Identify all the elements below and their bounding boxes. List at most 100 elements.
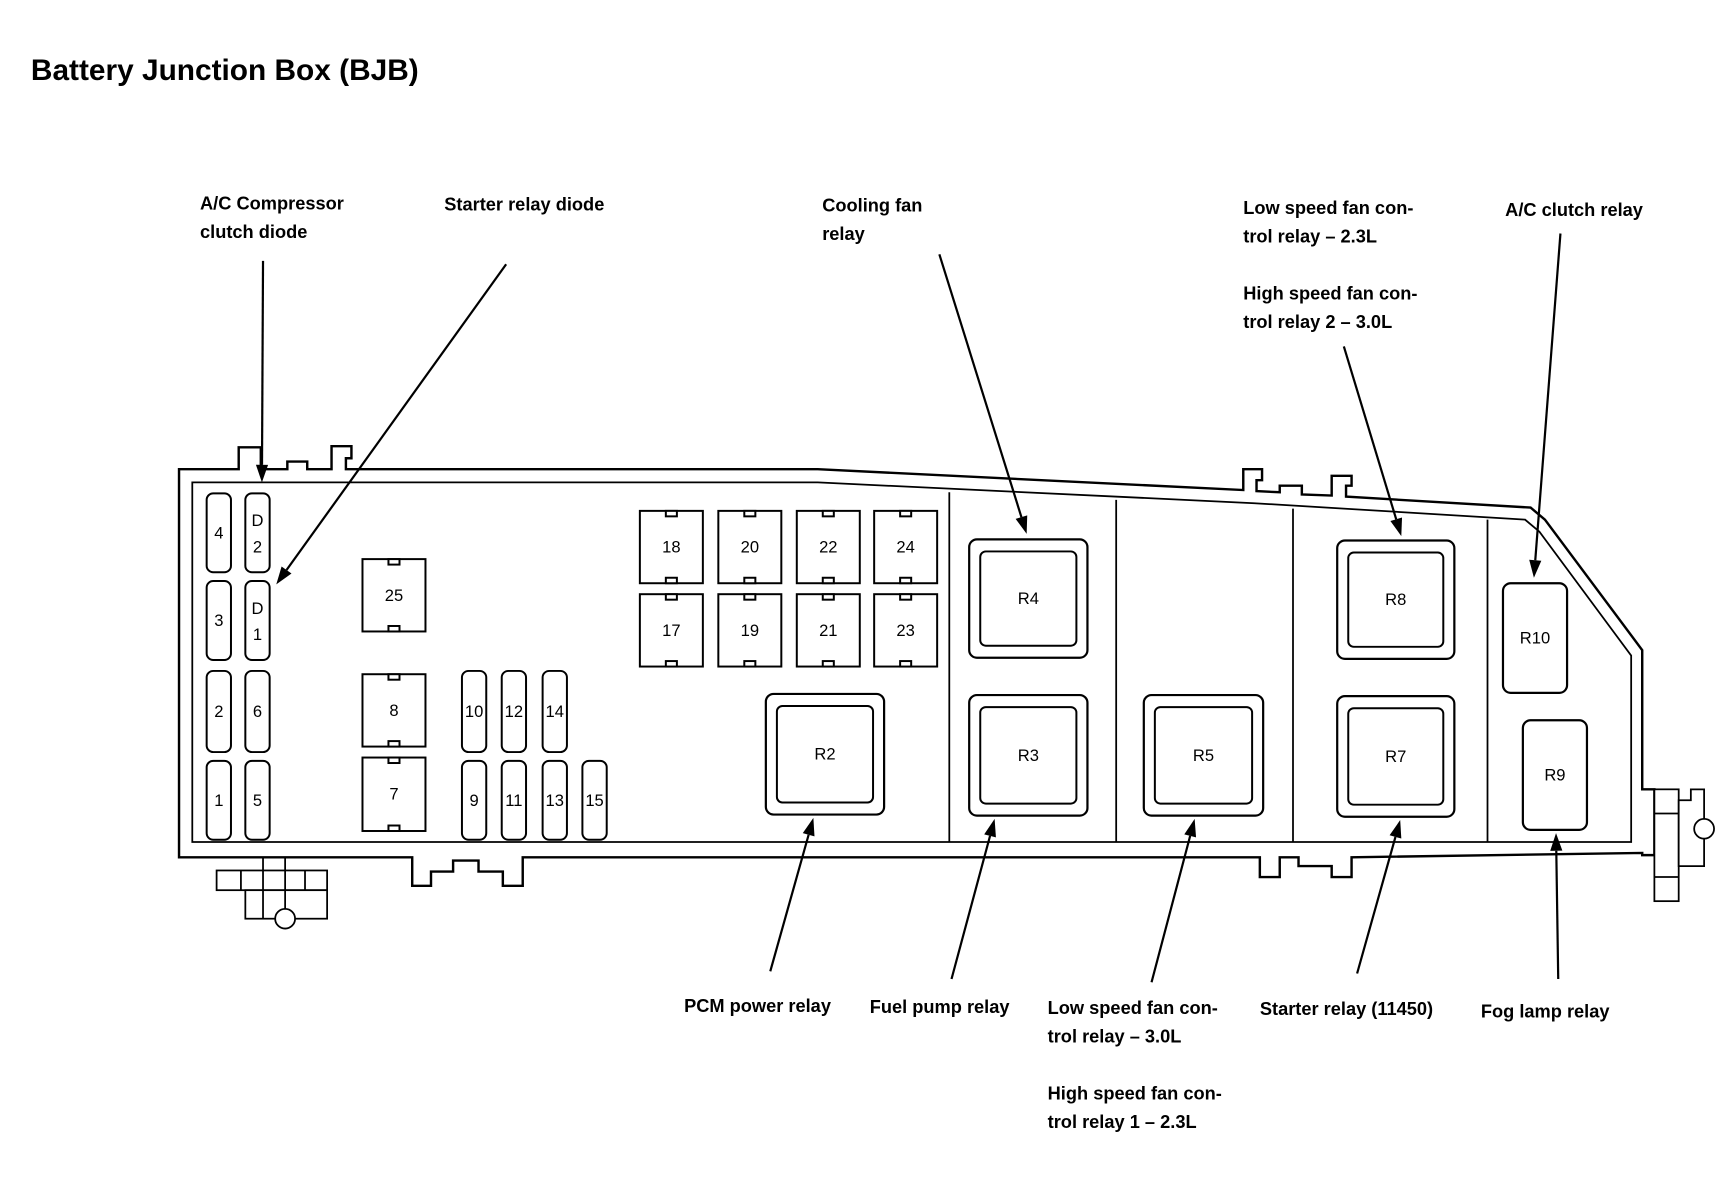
leader-line	[1534, 233, 1562, 561]
fuse-label: 19	[741, 622, 759, 640]
fuse-label: 18	[662, 539, 680, 557]
fuse-label: 23	[896, 622, 914, 640]
relay-label: R10	[1520, 630, 1550, 648]
relay-r9: R9	[1521, 719, 1589, 831]
callout-text: PCM power relay	[684, 996, 831, 1016]
fuse-label: 17	[662, 622, 680, 640]
relay-r8: R8	[1336, 539, 1456, 660]
fuse-d2: D2	[244, 492, 271, 574]
fuse-clip	[664, 593, 678, 601]
fuse-body	[205, 669, 232, 754]
fuse-clip	[664, 509, 678, 518]
fuse-clip	[899, 660, 913, 668]
leader-line	[260, 260, 265, 465]
fuse-body	[244, 580, 271, 661]
callout-text: Starter relay (11450)	[1260, 999, 1433, 1019]
relay-label: R2	[814, 746, 835, 764]
fuse-body	[361, 673, 427, 748]
fuse-label: 3	[214, 612, 223, 630]
fuse-2: 2	[205, 669, 232, 754]
arrowhead-icon	[255, 464, 269, 483]
relay-inner-frame	[1153, 706, 1254, 805]
fuse-body	[541, 759, 568, 841]
fuse-23: 23	[873, 593, 939, 668]
leader-low-high-speed-fan-relay-r5	[1150, 818, 1197, 983]
leader-pcm-power-relay	[769, 817, 815, 972]
relay-label: R9	[1544, 767, 1565, 785]
relay-inner-frame	[775, 705, 875, 804]
fuse-clip	[387, 740, 401, 748]
fuse-label: 25	[385, 587, 403, 605]
arrowhead-icon	[1389, 820, 1402, 839]
relay-body	[1521, 719, 1589, 831]
fuse-body	[873, 509, 939, 585]
fuse-clip	[743, 660, 757, 668]
fuse-body	[717, 593, 783, 668]
fuse-clip	[899, 593, 913, 601]
leader-line	[1555, 850, 1560, 980]
leader-starter-relay-diode	[276, 263, 508, 585]
fuse-19: 19	[717, 593, 783, 668]
fuse-label: 6	[253, 703, 262, 721]
callout-text: Low speed fan con-	[1243, 198, 1413, 218]
callout-text: Low speed fan con-	[1048, 998, 1218, 1018]
fuse-17: 17	[638, 593, 704, 668]
callout-leaders	[255, 233, 1563, 983]
arrowhead-icon	[276, 566, 292, 585]
callout-text: Starter relay diode	[444, 195, 604, 215]
fuse-21: 21	[795, 593, 861, 668]
fuse-label: 21	[819, 622, 837, 640]
fuse-body	[244, 492, 271, 574]
relay-label: R8	[1385, 591, 1406, 609]
fuse-11: 11	[500, 759, 528, 841]
callout-low-high-speed-fan-relay-r5: Low speed fan con-trol relay – 3.0LHigh …	[1048, 998, 1222, 1132]
arrowhead-icon	[1015, 515, 1028, 534]
fuse-body	[244, 759, 271, 841]
fuse-label: 20	[741, 539, 759, 557]
right-mounting-bracket	[1653, 788, 1715, 903]
fuse-1: 1	[205, 759, 232, 841]
fuse-clip	[387, 756, 401, 765]
fuse-clip	[387, 624, 401, 633]
relay-r4: R4	[968, 538, 1089, 659]
callout-fog-lamp-relay: Fog lamp relay	[1481, 1001, 1610, 1021]
fuse-d1: D1	[244, 580, 271, 661]
relay-inner-frame	[1347, 707, 1445, 806]
fuse-10: 10	[460, 669, 488, 754]
fuse-body	[500, 759, 528, 841]
fuse-label: 7	[389, 786, 398, 804]
fuse-label: 12	[505, 703, 523, 721]
fuse-clip	[664, 660, 678, 668]
arrowhead-icon	[802, 817, 815, 837]
fuse-body	[795, 509, 861, 585]
relay-r10: R10	[1501, 582, 1569, 694]
bottom-left-mounting-bracket	[215, 857, 329, 930]
callout-text: Fuel pump relay	[870, 997, 1010, 1017]
callout-text: High speed fan con-	[1048, 1084, 1222, 1104]
fuse-20: 20	[717, 509, 783, 585]
page-title: Battery Junction Box (BJB)	[31, 54, 419, 87]
callout-starter-relay-diode: Starter relay diode	[444, 195, 604, 215]
relay-label: R7	[1385, 748, 1406, 766]
fuse-clip	[664, 576, 678, 585]
fuse-clip	[821, 660, 835, 668]
housing-inner-outline	[191, 481, 1633, 843]
housing-outer-outline	[177, 444, 1656, 888]
fuse-clip	[743, 593, 757, 601]
fuse-6: 6	[244, 669, 271, 754]
fuse-label: D	[252, 600, 264, 618]
fuse-label: 1	[253, 626, 262, 644]
fuse-clip	[387, 558, 401, 566]
fuse-label: 8	[389, 702, 398, 720]
fuse-label: 13	[546, 792, 564, 810]
fuse-clip	[387, 824, 401, 832]
fuse-13: 13	[541, 759, 568, 841]
leader-line	[938, 254, 1023, 518]
fuse-22: 22	[795, 509, 861, 585]
arrowhead-icon	[1184, 818, 1197, 838]
relay-label: R4	[1018, 590, 1039, 608]
fuse-label: 10	[465, 703, 483, 721]
callout-ac-clutch-relay: A/C clutch relay	[1505, 200, 1643, 220]
fuse-label: 5	[253, 792, 262, 810]
